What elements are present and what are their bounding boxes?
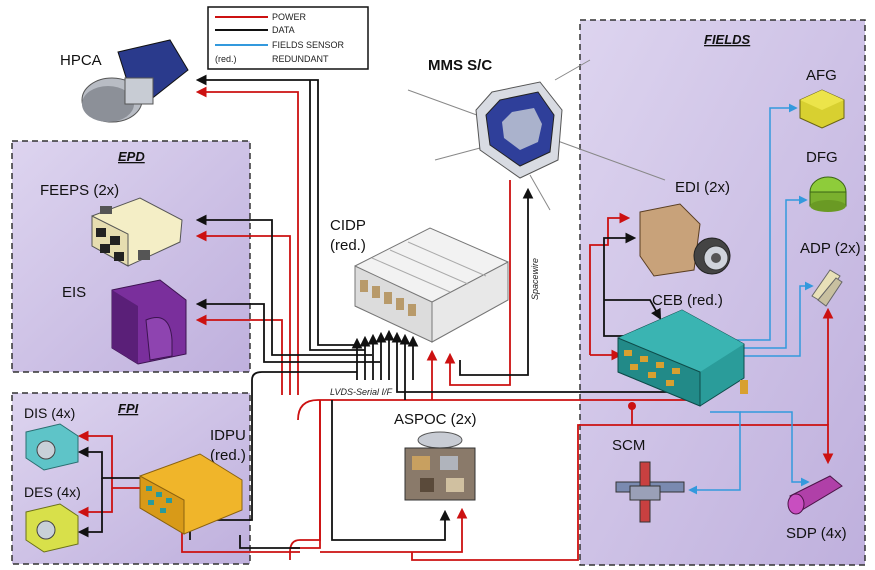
cidp-label-line2: (red.) [330,237,366,254]
idpu-box-icon [139,453,243,535]
scm-sensor-icon [615,461,685,523]
des-label: DES (4x) [24,484,81,500]
afg-sensor-icon [799,89,845,129]
aspoc-instrument-icon [404,431,476,501]
cidp-box-icon [354,227,509,343]
adp-label: ADP (2x) [800,240,861,257]
hpca-instrument-icon [81,39,189,123]
dis-label: DIS (4x) [24,405,75,421]
des-instrument-icon [25,503,79,553]
power-lines [77,86,834,561]
ceb-label: CEB (red.) [652,292,723,309]
legend-fields-label: FIELDS SENSOR [272,40,345,50]
spacecraft-label: MMS S/C [428,57,492,74]
legend-data-label: DATA [272,25,295,35]
sdp-label: SDP (4x) [786,525,847,542]
hpca-label: HPCA [60,52,102,69]
idpu-label-line1: IDPU [210,427,246,444]
spacecraft-icon [407,59,666,211]
lvds-label: LVDS-Serial I/F [330,387,393,397]
aspoc-label: ASPOC (2x) [394,411,477,428]
sdp-probe-icon [787,475,843,515]
dfg-sensor-icon [809,176,847,212]
epd-title: EPD [118,149,145,164]
dfg-label: DFG [806,149,838,166]
idpu-label-line2: (red.) [210,447,246,464]
ceb-box-icon [617,309,748,407]
legend-red-prefix: (red.) [215,54,237,64]
feeps-instrument-icon [91,197,183,267]
legend: POWER DATA FIELDS SENSOR (red.) REDUNDAN… [207,6,369,70]
spacewire-label: Spacewire [530,258,540,300]
legend-redundant-label: REDUNDANT [272,54,329,64]
afg-label: AFG [806,67,837,84]
feeps-label: FEEPS (2x) [40,182,119,199]
dis-instrument-icon [25,423,79,471]
edi-instrument-icon [639,203,731,277]
adp-antenna-icon [811,269,843,307]
cidp-label-line1: CIDP [330,217,366,234]
eis-instrument-icon [111,279,187,365]
fpi-title: FPI [118,401,139,416]
fields-title: FIELDS [704,32,751,47]
eis-label: EIS [62,284,86,301]
edi-label: EDI (2x) [675,179,730,196]
data-lines [77,74,693,549]
scm-label: SCM [612,437,645,454]
legend-power-label: POWER [272,12,307,22]
